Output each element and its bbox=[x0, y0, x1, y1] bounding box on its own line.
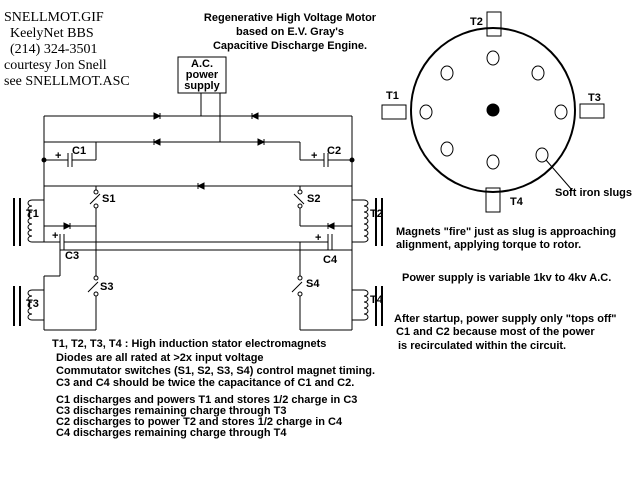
label-t3: T3 bbox=[26, 298, 39, 310]
diode-c3 bbox=[63, 222, 72, 230]
stator-t4-box bbox=[485, 187, 501, 213]
note-magnets-2: alignment, applying torque to rotor. bbox=[396, 239, 582, 251]
s3-blade bbox=[87, 281, 99, 293]
slug-bottom-left bbox=[440, 141, 454, 157]
header-see: see SNELLMOT.ASC bbox=[4, 74, 130, 89]
label-c4: C4 bbox=[323, 254, 338, 266]
stator-t3-box bbox=[579, 103, 605, 119]
bottom-note-7: C2 discharges to power T2 and stores 1/2… bbox=[56, 416, 343, 428]
title-line-3: Capacitive Discharge Engine. bbox=[212, 40, 368, 52]
slug-left bbox=[419, 104, 433, 120]
diode-c4 bbox=[326, 222, 335, 230]
slug-top bbox=[486, 50, 500, 66]
s4-blade bbox=[291, 281, 303, 293]
bottom-note-6: C3 discharges remaining charge through T… bbox=[56, 405, 287, 417]
rotor-label-t2: T2 bbox=[470, 16, 483, 28]
label-s2: S2 bbox=[307, 193, 321, 205]
power-supply-box bbox=[177, 56, 227, 94]
label-c3: C3 bbox=[65, 250, 80, 262]
rotor-label-t3: T3 bbox=[588, 92, 601, 104]
header-courtesy: courtesy Jon Snell bbox=[4, 58, 107, 73]
power-supply-label-3: supply bbox=[184, 80, 220, 92]
note-magnets-1: Magnets "fire" just as slug is approachi… bbox=[396, 226, 617, 238]
label-s4: S4 bbox=[306, 278, 320, 290]
note-after-3: is recirculated within the circuit. bbox=[398, 340, 567, 352]
label-c3-plus: + bbox=[52, 230, 59, 242]
diode-top-right bbox=[250, 112, 259, 120]
power-supply-label-1: A.C. bbox=[191, 58, 213, 70]
bottom-note-5: C1 discharges and powers T1 and stores 1… bbox=[56, 394, 358, 406]
slug-bottom bbox=[486, 154, 500, 170]
header-filename: SNELLMOT.GIF bbox=[4, 10, 104, 25]
label-c2-plus: + bbox=[311, 150, 318, 162]
note-after-1: After startup, power supply only "tops o… bbox=[394, 313, 617, 325]
diode-second-right bbox=[257, 138, 266, 146]
bottom-note-3: C3 and C4 should be twice the capacitanc… bbox=[56, 377, 355, 389]
diode-second-left bbox=[152, 138, 161, 146]
s2-blade bbox=[293, 193, 305, 205]
t3-coil bbox=[27, 289, 33, 321]
title-line-1: Regenerative High Voltage Motor bbox=[203, 12, 377, 24]
title-line-2: based on E.V. Gray's bbox=[236, 26, 344, 38]
stator-t2-box bbox=[486, 11, 502, 37]
bottom-note-1: Diodes are all rated at >2x input voltag… bbox=[56, 352, 264, 364]
bottom-note-2: Commutator switches (S1, S2, S3, S4) con… bbox=[56, 365, 376, 377]
label-s1: S1 bbox=[102, 193, 116, 205]
header-bbs: KeelyNet BBS bbox=[10, 26, 94, 41]
diode-top-left bbox=[153, 112, 162, 120]
label-c2: C2 bbox=[327, 145, 342, 157]
label-c1: C1 bbox=[72, 145, 87, 157]
slug-top-right bbox=[531, 65, 545, 81]
label-t1: T1 bbox=[26, 208, 39, 220]
bottom-note-8: C4 discharges remaining charge through T… bbox=[56, 427, 287, 439]
slug-pointer bbox=[545, 159, 573, 191]
bottom-note-0: T1, T2, T3, T4 : High induction stator e… bbox=[52, 338, 327, 350]
note-power: Power supply is variable 1kv to 4kv A.C. bbox=[402, 272, 612, 284]
soft-iron-slugs-label: Soft iron slugs bbox=[555, 187, 632, 199]
diode-middle bbox=[196, 182, 205, 190]
label-c4-plus: + bbox=[315, 232, 322, 244]
label-t4: T4 bbox=[370, 294, 383, 306]
slug-bottom-right bbox=[535, 147, 549, 163]
stator-t1-box bbox=[381, 104, 407, 120]
header-phone: (214) 324-3501 bbox=[10, 42, 98, 57]
t2-coil bbox=[363, 199, 369, 243]
note-after-2: C1 and C2 because most of the power bbox=[396, 326, 595, 338]
rotor-label-t1: T1 bbox=[386, 90, 399, 102]
t1-coil bbox=[27, 199, 33, 243]
label-s3: S3 bbox=[100, 281, 114, 293]
label-t2: T2 bbox=[370, 208, 383, 220]
label-c1-plus: + bbox=[55, 150, 62, 162]
t4-coil bbox=[363, 289, 369, 321]
rotor-disk bbox=[410, 27, 576, 193]
s1-blade bbox=[89, 193, 101, 205]
power-supply-label-2: power bbox=[185, 69, 219, 81]
rotor-shaft bbox=[486, 103, 500, 117]
rotor-label-t4: T4 bbox=[510, 196, 523, 208]
slug-top-left bbox=[440, 65, 454, 81]
slug-right bbox=[554, 104, 568, 120]
